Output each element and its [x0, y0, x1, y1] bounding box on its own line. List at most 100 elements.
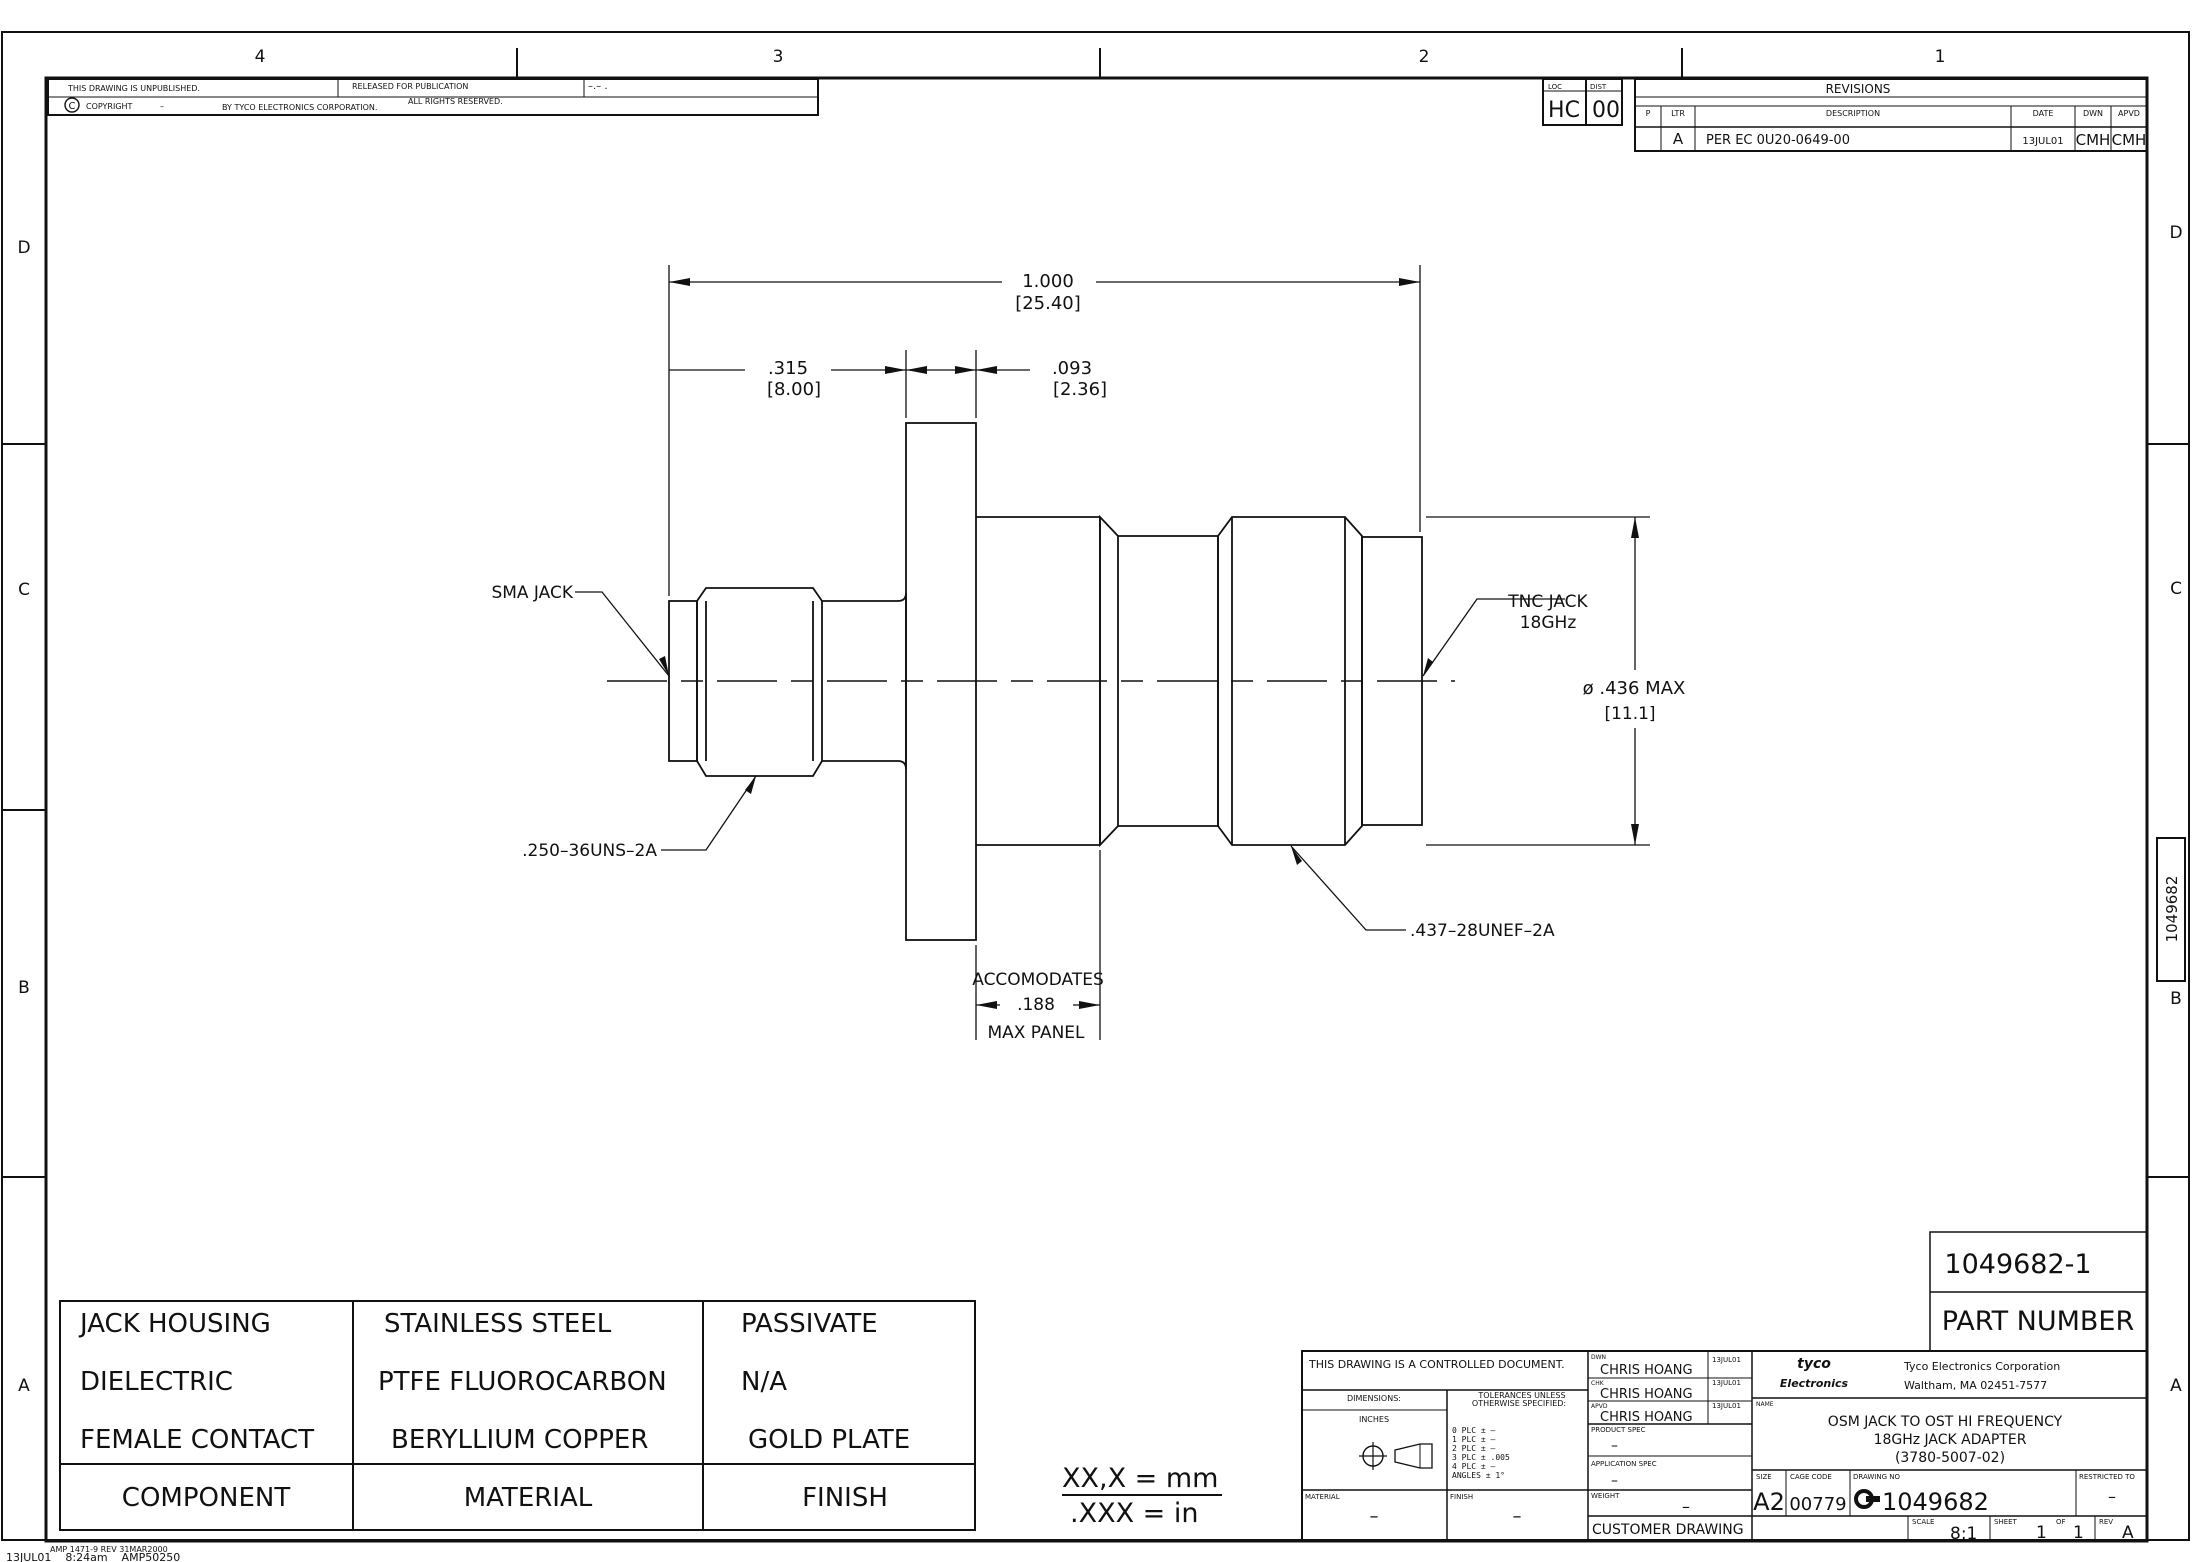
tb-dwn-label: DWN	[1591, 1354, 1606, 1361]
rev-row-desc: PER EC 0U20-0649-00	[1706, 133, 1850, 148]
tb-address: Waltham, MA 02451-7577	[1904, 1379, 2047, 1392]
units-mm: XX,X = mm	[1062, 1463, 1218, 1494]
zone-right-d: D	[2169, 223, 2182, 243]
zone-left-c: C	[18, 580, 30, 600]
zone-top-1: 1	[1935, 47, 1946, 67]
release-date: –.– .	[588, 81, 608, 92]
tb-dwn-date: 13JUL01	[1712, 1356, 1741, 1364]
tb-tolerances-2: OTHERWISE SPECIFIED:	[1472, 1399, 1566, 1408]
title-block-grid	[1301, 1350, 2148, 1541]
callout-sma-jack: SMA JACK	[491, 583, 573, 603]
tb-sheet-label: SHEET	[1994, 1518, 2018, 1526]
tb-name-3: (3780-5007-02)	[1895, 1450, 2005, 1466]
bom-header-finish: FINISH	[802, 1483, 888, 1513]
zone-right-c: C	[2170, 579, 2182, 599]
tb-tol-3: 3 PLC ± .005	[1452, 1453, 1510, 1462]
copyright-dash: –	[160, 102, 164, 111]
c-logo-bar	[1866, 1496, 1880, 1502]
zone-ticks	[2, 48, 2189, 1178]
tb-tol-0: 0 PLC ± –	[1452, 1426, 1496, 1435]
arrowheads	[659, 278, 1639, 1009]
loc-label: LOC	[1548, 83, 1562, 91]
bom-row1-component: JACK HOUSING	[78, 1309, 271, 1339]
side-number-text: 1049682	[2163, 876, 2181, 943]
released-text: RELEASED FOR PUBLICATION	[352, 82, 468, 91]
dim-panel-bottom: MAX PANEL	[987, 1023, 1085, 1043]
bom-row3-material: BERYLLIUM COPPER	[391, 1425, 648, 1455]
bom-header-component: COMPONENT	[122, 1483, 291, 1513]
part-number-box	[1929, 1231, 2147, 1351]
tb-weight-label: WEIGHT	[1591, 1492, 1620, 1500]
loc-dist-box	[1542, 78, 1623, 126]
bom-header-material: MATERIAL	[464, 1483, 593, 1513]
tb-name-2: 18GHz JACK ADAPTER	[1874, 1432, 2027, 1448]
tb-tol-1: 1 PLC ± –	[1452, 1435, 1496, 1444]
tb-size-value: A2	[1753, 1488, 1785, 1516]
tb-controlled: THIS DRAWING IS A CONTROLLED DOCUMENT.	[1308, 1358, 1565, 1371]
tb-chk-label: CHK	[1591, 1380, 1605, 1387]
units-in: .XXX = in	[1070, 1498, 1198, 1529]
callout-thread-tnc: .437–28UNEF–2A	[1410, 921, 1555, 941]
dist-label: DIST	[1590, 83, 1607, 91]
inner-border	[44, 76, 2149, 1543]
dim-flange: .093	[1052, 358, 1092, 379]
tb-product-spec-value: –	[1611, 1438, 1618, 1454]
by-tyco-text: BY TYCO ELECTRONICS CORPORATION.	[222, 103, 377, 112]
tb-customer-drawing: CUSTOMER DRAWING	[1592, 1522, 1744, 1538]
tb-product-spec-label: PRODUCT SPEC	[1591, 1426, 1646, 1434]
dim-flange-mm: [2.36]	[1053, 379, 1107, 400]
loc-value: HC	[1548, 98, 1580, 123]
tb-apvd-name: CHRIS HOANG	[1600, 1410, 1693, 1425]
rights-text: ALL RIGHTS RESERVED.	[408, 97, 503, 106]
rev-col-ltr: LTR	[1671, 109, 1685, 118]
dim-overall: 1.000	[1022, 271, 1074, 292]
dim-overall-mm: [25.40]	[1015, 293, 1081, 314]
outer-border	[1, 31, 2190, 1541]
dim-sma-len-mm: [8.00]	[767, 379, 821, 400]
zone-top-3: 3	[773, 47, 784, 67]
zone-right-b: B	[2170, 989, 2182, 1009]
zone-top-4: 4	[255, 47, 266, 67]
footer-stamp: 13JUL01 8:24am AMP50250	[6, 1551, 180, 1562]
bom-row3-finish: GOLD PLATE	[748, 1425, 910, 1455]
tb-rev-label: REV	[2099, 1518, 2113, 1526]
publication-header	[47, 78, 819, 116]
tb-cage-value: 00779	[1789, 1494, 1846, 1515]
tb-of-value: 1	[2073, 1523, 2084, 1543]
side-number-tab	[2156, 837, 2186, 982]
zone-right-a: A	[2170, 1376, 2182, 1396]
tb-company: Tyco Electronics Corporation	[1903, 1360, 2060, 1373]
tb-name-1: OSM JACK TO OST HI FREQUENCY	[1828, 1414, 2063, 1430]
tb-scale-label: SCALE	[1912, 1518, 1934, 1526]
copyright-symbol: C	[69, 101, 76, 112]
zone-left-b: B	[18, 978, 30, 998]
rev-col-desc: DESCRIPTION	[1826, 109, 1880, 118]
tb-dwg-no-label: DRAWING NO	[1853, 1473, 1900, 1481]
bom-row1-finish: PASSIVATE	[741, 1309, 878, 1339]
tb-apvd-date: 13JUL01	[1712, 1402, 1741, 1410]
tb-cage-label: CAGE CODE	[1790, 1473, 1832, 1481]
tb-inches: INCHES	[1359, 1415, 1389, 1424]
tyco-logo-bottom: Electronics	[1780, 1377, 1849, 1390]
tb-chk-date: 13JUL01	[1712, 1379, 1741, 1387]
dim-diameter-mm: [11.1]	[1604, 704, 1655, 724]
bom-table	[59, 1300, 976, 1531]
callout-tnc-jack-1: TNC JACK	[1507, 592, 1588, 612]
dimension-lines	[575, 265, 1650, 1040]
part-number-label: PART NUMBER	[1942, 1306, 2135, 1337]
bom-row2-finish: N/A	[741, 1367, 787, 1397]
rev-col-apvd: APVD	[2118, 109, 2140, 118]
tb-apvd-label: APVD	[1591, 1403, 1608, 1410]
tb-app-spec-label: APPLICATION SPEC	[1591, 1460, 1657, 1468]
callout-thread-sma: .250–36UNS–2A	[522, 841, 657, 861]
dim-diameter: ø .436 MAX	[1583, 678, 1686, 699]
tb-dwg-no-value: 1049682	[1882, 1488, 1989, 1516]
tb-of-label: OF	[2056, 1518, 2066, 1526]
bom-row2-component: DIELECTRIC	[80, 1367, 233, 1397]
tb-finish-value: –	[1513, 1506, 1522, 1527]
tb-sheet-value: 1	[2036, 1523, 2047, 1543]
callout-tnc-jack-2: 18GHz	[1520, 613, 1577, 633]
copyright-text: COPYRIGHT	[86, 102, 133, 111]
tb-weight-value: –	[1682, 1497, 1690, 1516]
